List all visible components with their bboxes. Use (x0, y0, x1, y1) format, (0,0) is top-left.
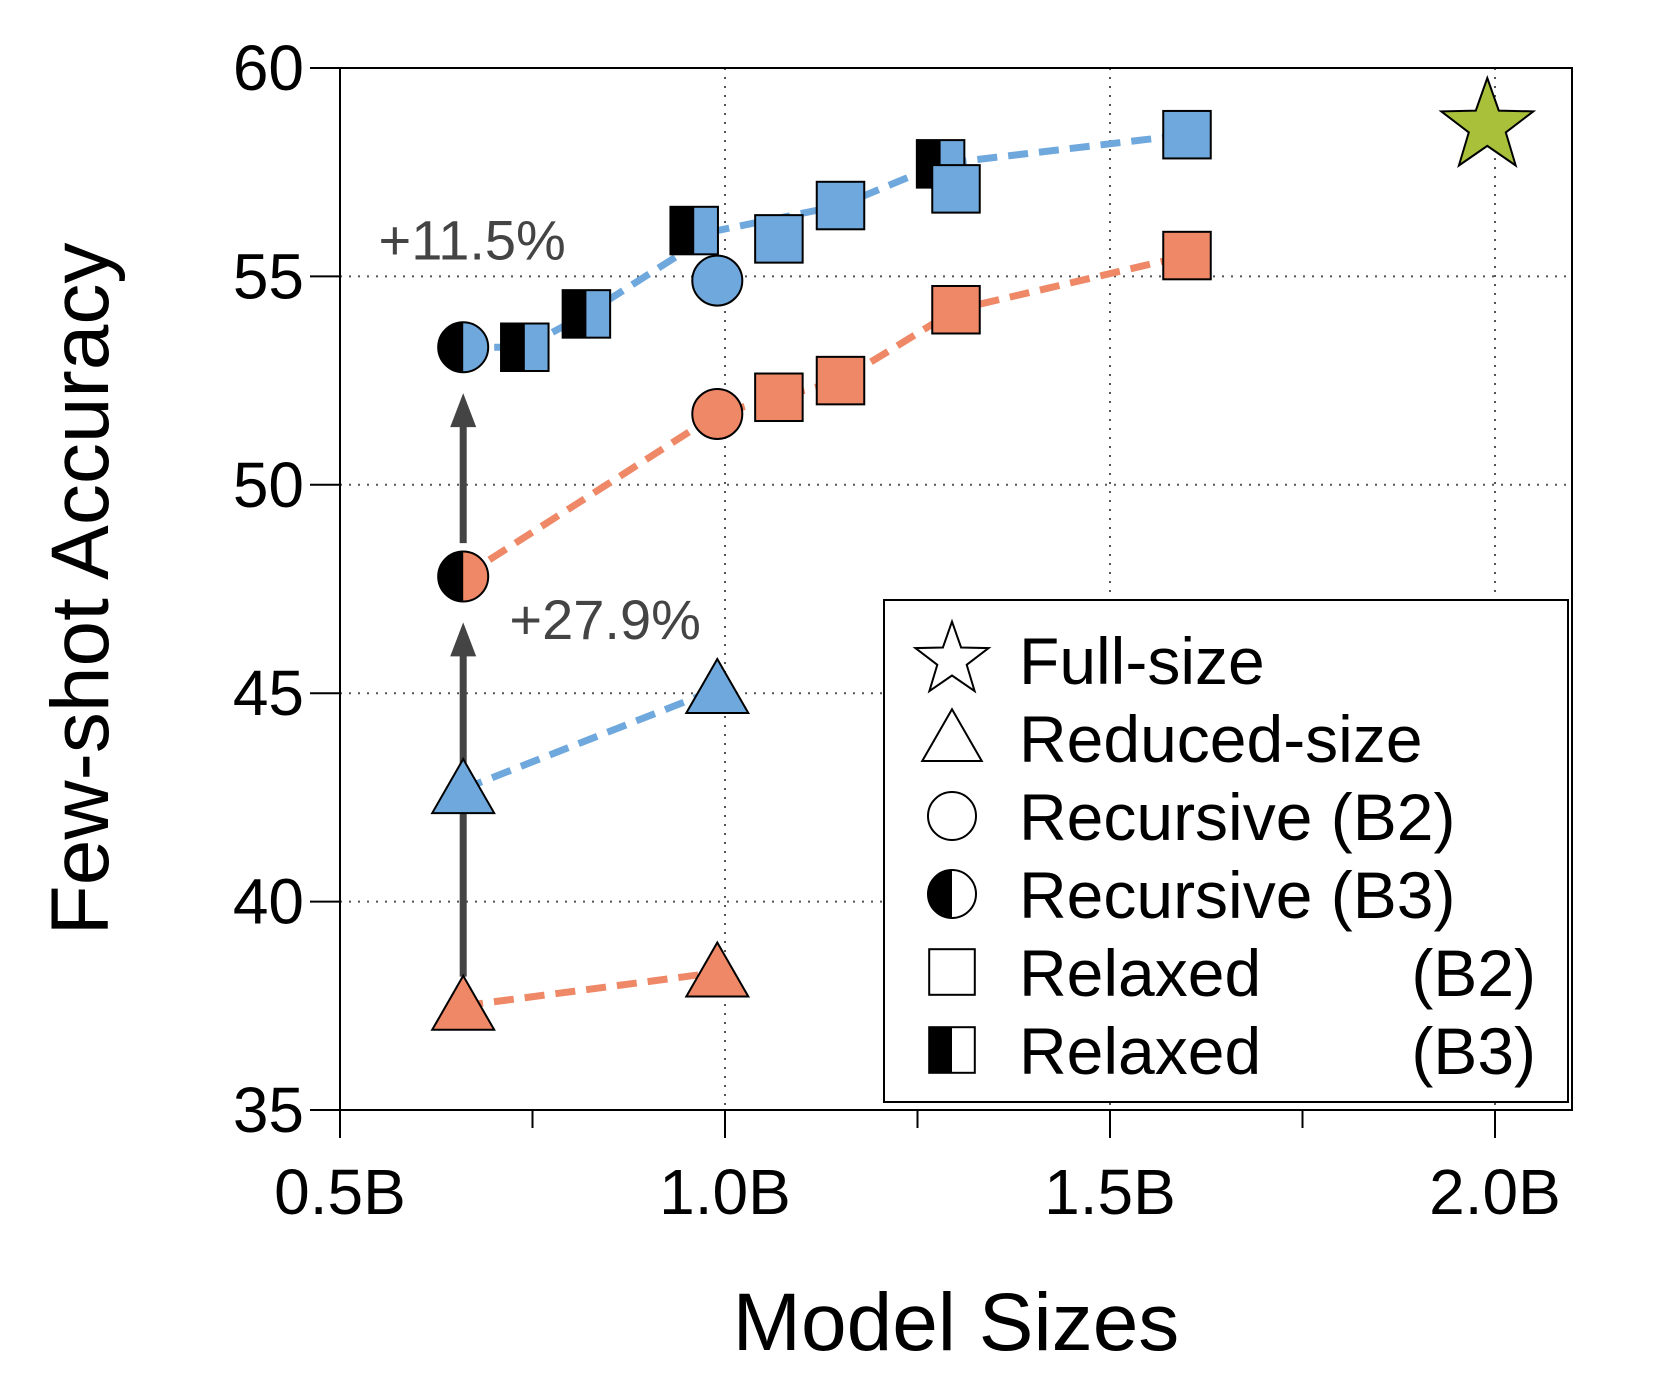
data-point (561, 289, 612, 339)
legend-label: Relaxed (1019, 936, 1261, 1010)
annotation-label: +27.9% (509, 588, 701, 651)
square-half-black (929, 1027, 952, 1073)
y-tick-label: 45 (233, 657, 304, 729)
data-point (684, 657, 751, 715)
legend-label: Full-size (1019, 624, 1265, 698)
triangle-marker (684, 657, 751, 715)
y-tick-label: 60 (233, 32, 304, 104)
data-point (691, 387, 744, 440)
legend-marker-circle (927, 791, 977, 841)
square-outline (500, 322, 550, 373)
data-point (669, 205, 719, 256)
ticks: 35 40 45 50 55 60 0.5B 1.0B 1.5B 2.0B (233, 32, 1561, 1228)
data-point (1162, 230, 1212, 281)
x-axis-title: Model Sizes (733, 1277, 1180, 1368)
legend-label: Recursive (B3) (1019, 858, 1455, 932)
x-tick-label: 1.0B (659, 1156, 791, 1228)
y-axis-title: Few-shot Accuracy (35, 243, 126, 936)
legend-label: Relaxed (1019, 1014, 1261, 1088)
data-points (430, 74, 1537, 1031)
circle-half-black (438, 322, 464, 373)
circle-half-black (438, 551, 464, 602)
legend-marker-square-half (928, 1026, 976, 1074)
x-tick-label: 1.5B (1044, 1156, 1176, 1228)
annotations: +11.5% +27.9% (379, 209, 701, 651)
circle-marker (927, 791, 977, 841)
circle-half-black (928, 870, 952, 918)
square-marker (815, 355, 866, 406)
y-tick-label: 55 (233, 240, 304, 312)
circle-outline (437, 321, 490, 374)
star-marker (1438, 74, 1537, 168)
improvement-arrow (450, 393, 477, 544)
annotation-label: +11.5% (379, 209, 566, 272)
circle-outline (927, 869, 977, 919)
improvement-arrow (450, 622, 477, 977)
legend-marker-star (912, 618, 992, 694)
square-half-black (562, 290, 587, 338)
square-half-black (670, 206, 695, 255)
data-point (815, 355, 866, 406)
data-point (437, 550, 490, 603)
square-outline (561, 289, 612, 339)
square-marker (1162, 109, 1212, 160)
square-outline (669, 205, 719, 256)
triangle-marker (430, 973, 496, 1031)
data-point (754, 372, 804, 423)
data-point (437, 321, 490, 374)
square-marker (931, 284, 981, 335)
data-point (1438, 74, 1537, 168)
square-marker (754, 372, 804, 423)
triangle-marker (684, 940, 751, 998)
data-point (691, 254, 744, 307)
arrow-head (450, 622, 477, 657)
star-marker (912, 618, 992, 694)
square-marker (815, 180, 866, 231)
square-marker (1162, 230, 1212, 281)
circle-marker (691, 254, 744, 307)
data-point (931, 284, 981, 335)
triangle-marker (920, 707, 984, 763)
data-point (1162, 109, 1212, 160)
data-point (684, 940, 751, 998)
legend-box (883, 599, 1569, 1103)
legend-label: Reduced-size (1019, 702, 1423, 776)
x-tick-label: 2.0B (1429, 1156, 1561, 1228)
legend-label-suffix: (B2) (1411, 936, 1536, 1010)
x-tick-label: 0.5B (274, 1156, 406, 1228)
arrows (450, 393, 477, 977)
legend-label: Recursive (B2) (1019, 780, 1455, 854)
data-point (815, 180, 866, 231)
legend-marker-circle-half (927, 869, 977, 919)
square-outline (928, 1026, 976, 1074)
data-point (500, 322, 550, 373)
y-tick-label: 35 (233, 1074, 304, 1146)
data-point (430, 757, 496, 815)
series-line-orange (461, 252, 1188, 580)
series-line-orange (462, 968, 718, 1010)
circle-outline (437, 550, 490, 603)
data-point (754, 214, 804, 264)
square-half-black (501, 323, 525, 372)
square-marker (931, 164, 981, 214)
circle-marker (691, 387, 744, 440)
data-point (931, 164, 981, 214)
plot-frame (339, 67, 1573, 1111)
y-tick-label: 40 (233, 866, 304, 938)
square-marker (928, 948, 976, 996)
y-tick-label: 50 (233, 449, 304, 521)
triangle-marker (430, 757, 496, 815)
square-marker (754, 214, 804, 264)
arrow-head (450, 393, 477, 428)
legend-marker-triangle (920, 707, 984, 763)
legend-marker-square (928, 948, 976, 996)
data-point (430, 973, 496, 1031)
series-line-blue (461, 685, 719, 793)
legend-label-suffix: (B3) (1411, 1014, 1536, 1088)
